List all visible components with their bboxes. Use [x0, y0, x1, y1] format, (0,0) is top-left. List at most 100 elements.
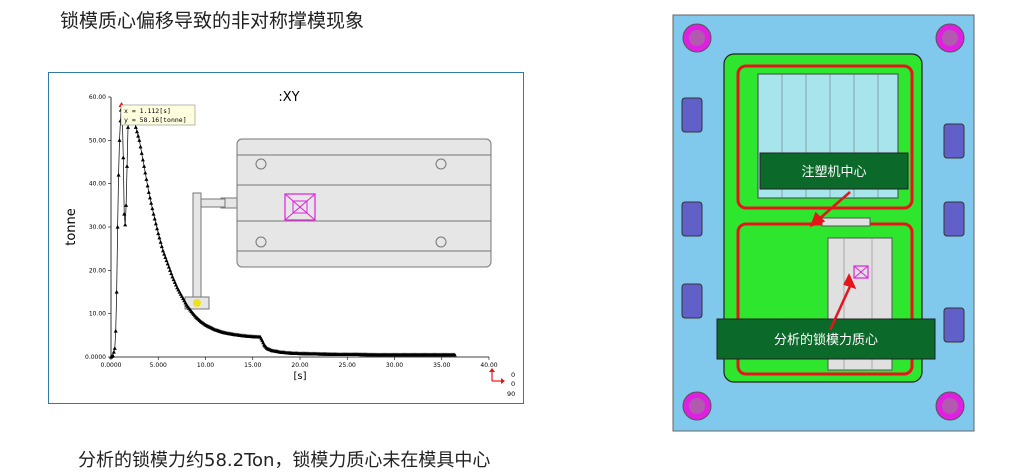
y-tick-label: 30.00 — [89, 224, 106, 231]
data-point — [150, 206, 155, 211]
data-point — [152, 216, 157, 221]
data-point — [117, 138, 122, 142]
part-drawing — [184, 138, 492, 310]
x-tick-label: 35.00 — [433, 362, 450, 369]
force-centroid-marker — [284, 193, 316, 221]
data-point — [149, 200, 154, 205]
data-point — [153, 221, 158, 226]
offset-arrows — [809, 191, 857, 331]
data-point — [165, 261, 170, 266]
center-label-box — [759, 152, 909, 190]
data-point — [123, 222, 128, 227]
clamp-force-chart: 0.0000 5.000 10.00 15.00 20.00 25.00 30.00 35.0… — [48, 72, 524, 404]
data-point — [111, 349, 116, 354]
data-point — [112, 346, 117, 350]
data-point — [166, 264, 171, 269]
page-title: 锁模质心偏移导致的非对称撑模现象 — [60, 10, 365, 32]
data-point — [136, 133, 141, 138]
x-tick-label: 20.00 — [291, 362, 308, 369]
y-tick-label: 40.00 — [89, 181, 106, 188]
y-tick-label: 60.00 — [89, 94, 106, 101]
data-point — [114, 289, 119, 294]
data-point — [124, 203, 129, 207]
data-point — [146, 190, 151, 194]
data-point — [134, 129, 139, 134]
part-hole — [435, 236, 447, 248]
data-point — [126, 125, 131, 129]
tooltip-x: x = 1.112[s] — [124, 107, 171, 115]
data-point — [170, 274, 175, 279]
analysis-label-box — [716, 318, 936, 360]
data-point — [133, 125, 138, 129]
data-point — [173, 282, 178, 287]
data-point — [160, 248, 165, 253]
data-point — [157, 235, 162, 240]
data-point — [172, 280, 177, 284]
data-point — [139, 151, 144, 155]
x-tick-label: 5.000 — [150, 362, 167, 369]
data-point — [110, 353, 115, 358]
part-body — [236, 138, 492, 268]
corner-label: 0 — [511, 371, 515, 379]
x-axis-label: [s] — [293, 371, 306, 382]
y-tick-label: 50.00 — [89, 137, 106, 144]
center-label: 注塑机中心 — [801, 165, 866, 180]
data-point — [452, 352, 457, 357]
corner-label: 0 — [511, 380, 515, 388]
data-point — [138, 144, 143, 149]
x-tick-label: 40.00 — [480, 362, 497, 369]
chart-title: :XY — [278, 90, 299, 105]
data-point — [159, 244, 164, 249]
axis-ticks: 0.0000 5.000 10.00 15.00 20.00 25.00 30.00 35.0… — [85, 94, 498, 369]
data-point — [143, 170, 148, 175]
data-point — [115, 224, 120, 229]
mold-layout-image: 注塑机中心 分析的锁模力质心 — [672, 14, 975, 432]
data-point — [125, 164, 130, 168]
runner-bar — [821, 217, 871, 227]
axis-triad-icon — [489, 368, 505, 384]
data-point — [163, 255, 168, 259]
corner-label: 90 — [507, 390, 515, 398]
data-point — [121, 155, 126, 160]
data-point — [116, 172, 121, 177]
data-point — [144, 177, 149, 181]
x-tick-label: 30.00 — [386, 362, 403, 369]
data-point — [122, 211, 127, 216]
data-point — [113, 328, 118, 333]
y-tick-label: 0.0000 — [85, 354, 106, 361]
data-point — [171, 277, 176, 282]
y-axis-label: tonne — [64, 208, 79, 246]
data-point — [155, 226, 160, 231]
data-point — [137, 138, 142, 142]
value-tooltip: x = 1.112[s] y = 58.16[tonne] — [120, 104, 196, 126]
corner-bosses — [682, 23, 965, 421]
data-point — [142, 164, 147, 168]
part-hole — [255, 236, 267, 248]
data-point — [156, 231, 161, 236]
sprue-post — [192, 192, 202, 300]
x-tick-label: 10.00 — [197, 362, 214, 369]
analysis-centroid-marker — [853, 265, 869, 279]
page-caption: 分析的锁模力约58.2Ton，锁模力质心未在模具中心 — [78, 450, 491, 471]
analysis-label: 分析的锁模力质心 — [774, 332, 878, 348]
data-point — [168, 268, 173, 272]
part-hole — [255, 158, 267, 170]
x-tick-label: 25.00 — [339, 362, 356, 369]
side-blocks — [681, 97, 965, 343]
data-point — [140, 157, 145, 162]
data-point — [147, 195, 152, 200]
part-hole — [435, 158, 447, 170]
gate-point — [193, 299, 201, 307]
y-tick-label: 20.00 — [89, 267, 106, 274]
data-point — [164, 258, 169, 263]
tooltip-y: y = 58.16[tonne] — [124, 116, 187, 124]
x-tick-label: 0.0000 — [101, 362, 122, 369]
chart-canvas: 0.0000 5.000 10.00 15.00 20.00 25.00 30.00 35.0… — [64, 90, 515, 398]
data-point — [145, 183, 150, 188]
data-point — [158, 239, 163, 244]
x-tick-label: 15.00 — [244, 362, 261, 369]
data-point — [151, 211, 156, 216]
data-point — [169, 271, 174, 276]
data-point — [162, 251, 167, 256]
y-tick-label: 10.00 — [89, 311, 106, 318]
